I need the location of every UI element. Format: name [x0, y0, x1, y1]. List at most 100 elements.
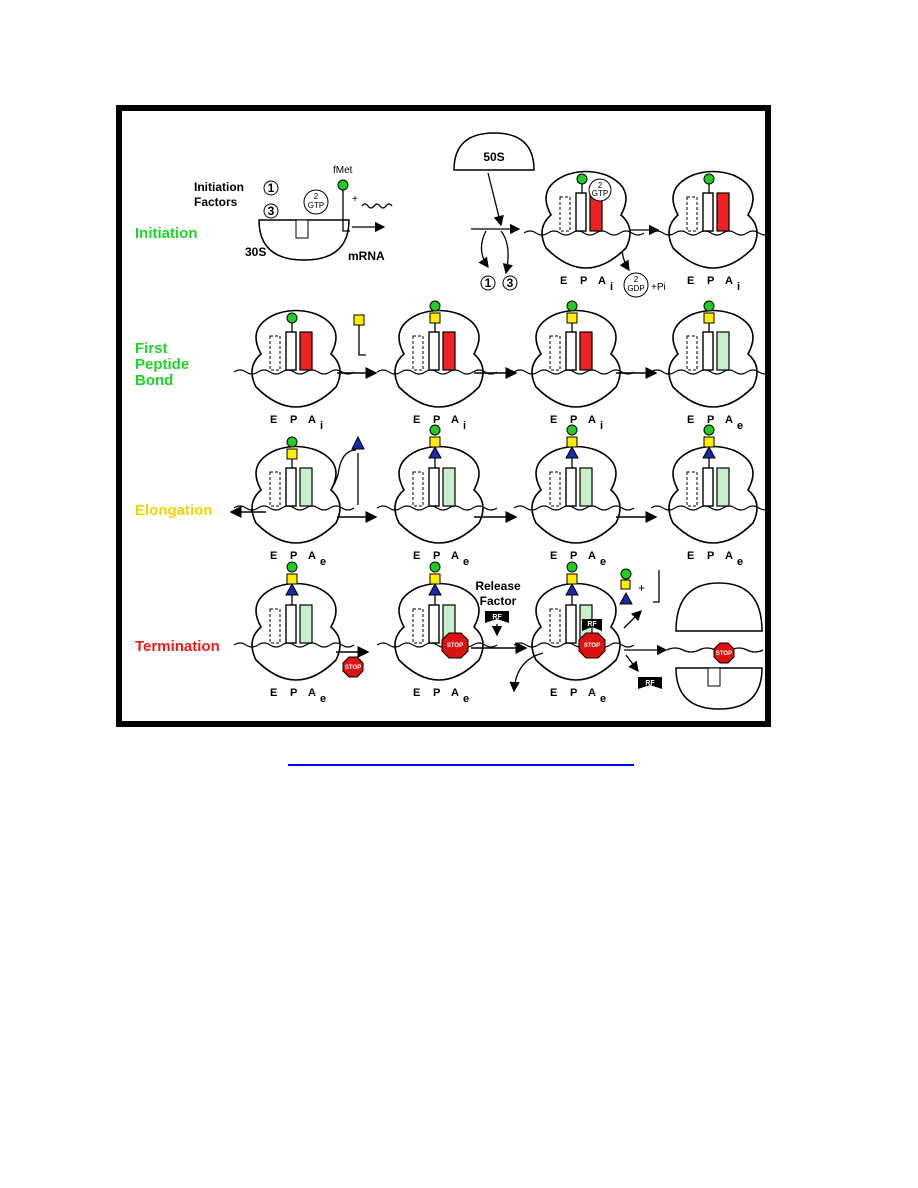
release-factor-bound-icon: [582, 619, 602, 631]
release-aa-yellow: [620, 579, 631, 590]
flow-arrows: [229, 314, 658, 693]
aminoacid-blue-icon: [285, 582, 299, 596]
release-factor-label-2: Factor: [480, 594, 517, 608]
mrna-strand: [376, 505, 498, 511]
site-label-subscript: i: [463, 420, 466, 432]
stage-label-bond: Bond: [135, 372, 173, 389]
ribosome-9: [513, 424, 635, 544]
a-site: [716, 467, 730, 507]
aminoacid-yellow-icon: [286, 448, 298, 460]
gtp-bound-icon: [588, 178, 612, 202]
site-label-subscript: e: [737, 420, 743, 432]
mrna-strand: [233, 369, 355, 375]
site-label-subscript: e: [463, 693, 469, 705]
aminoacid-green-icon: [566, 424, 578, 436]
pi-label: +Pi: [651, 282, 666, 293]
site-label-a: A: [588, 550, 596, 562]
aminoacid-green-icon: [576, 173, 588, 185]
ribosome-3: [233, 309, 355, 408]
release-factor-label: Release: [475, 579, 521, 593]
initiation-factors-label-2: Factors: [194, 195, 238, 209]
ribosome-12: STOP: [376, 561, 498, 681]
incoming-trna-1: [358, 323, 366, 356]
aminoacid-blue-icon: [428, 445, 442, 459]
aminoacid-blue-icon: [702, 445, 716, 459]
aminoacid-yellow-icon: [566, 436, 578, 448]
mrna-strand: [650, 369, 772, 375]
p-site: [702, 192, 714, 232]
fmet-aminoacid-icon: [337, 179, 349, 191]
site-label-a: A: [308, 550, 316, 562]
gdp-label: GDP: [627, 284, 644, 293]
stage-label-elongation: Elongation: [135, 502, 213, 519]
site-label-a: A: [451, 687, 459, 699]
aminoacid-yellow-icon: [566, 573, 578, 585]
p-site: [702, 467, 714, 507]
site-label-a: A: [451, 550, 459, 562]
small-subunit-label: 30S: [245, 245, 266, 259]
site-label-e: E: [560, 275, 567, 287]
factor-1-icon: [263, 180, 279, 196]
e-site: [559, 196, 571, 232]
factor-3-icon: [263, 203, 279, 219]
stop-sign-icon: [578, 632, 606, 659]
e-site: [686, 196, 698, 232]
aminoacid-yellow-icon: [566, 312, 578, 324]
p-site: [285, 604, 297, 644]
aminoacid-yellow-icon: [286, 573, 298, 585]
stage-label-termination: Termination: [135, 638, 220, 655]
p-site: [565, 467, 577, 507]
ribosome-2: [650, 170, 772, 269]
stop-text: STOP: [447, 643, 463, 649]
free-small-subunit-icon: [675, 667, 763, 710]
mrna-strand: [513, 642, 635, 648]
mrna-strand: [523, 230, 645, 236]
e-site: [412, 335, 424, 371]
site-label-p: P: [570, 687, 577, 699]
e-site: [549, 335, 561, 371]
a-site: [716, 192, 730, 232]
site-label-p: P: [433, 687, 440, 699]
stage-labels: Initiation First Peptide Bond Elongation…: [135, 225, 220, 655]
p-site: [428, 331, 440, 371]
gdp-count: 2: [634, 275, 639, 284]
translation-diagram: Initiation First Peptide Bond Elongation…: [116, 105, 772, 727]
site-label-subscript: i: [737, 281, 740, 293]
released-factor-3: 3: [507, 276, 514, 290]
e-site: [686, 335, 698, 371]
aminoacid-green-icon: [703, 300, 715, 312]
initiation-factors-label: Initiation: [194, 180, 244, 194]
free-large-subunit-icon: [675, 582, 763, 632]
incoming-aminoacid-yellow-icon: [353, 314, 365, 326]
aminoacid-green-icon: [566, 561, 578, 573]
small-subunit-30s-icon: [258, 219, 350, 261]
stop-sign-free: [342, 656, 364, 678]
fmet-label: fMet: [333, 165, 353, 176]
gtp-bound-label: GTP: [592, 189, 608, 198]
p-site: [428, 604, 440, 644]
aminoacid-green-icon: [429, 300, 441, 312]
site-label-e: E: [270, 414, 277, 426]
aminoacid-yellow-icon: [429, 573, 441, 585]
site-label-e: E: [687, 550, 694, 562]
figure-source-link[interactable]: [288, 754, 634, 766]
ribosome-11: [233, 561, 355, 681]
initiation-components: Initiation Factors 1 3 2 GTP 30S fMet + …: [194, 132, 666, 298]
site-label-e: E: [270, 550, 277, 562]
plus-sign: +: [352, 194, 358, 205]
ribosome-5: [513, 300, 635, 408]
mrna-strand: [650, 230, 772, 236]
site-label-subscript: e: [600, 693, 606, 705]
aminoacid-yellow-icon: [429, 436, 441, 448]
ribosome-6: [650, 300, 772, 408]
site-label-e: E: [687, 275, 694, 287]
mrna-strand: [233, 642, 355, 648]
site-label-p: P: [707, 550, 714, 562]
stop-sign-icon: [441, 632, 469, 659]
site-label-a: A: [588, 687, 596, 699]
stage-label-first: First: [135, 340, 168, 357]
